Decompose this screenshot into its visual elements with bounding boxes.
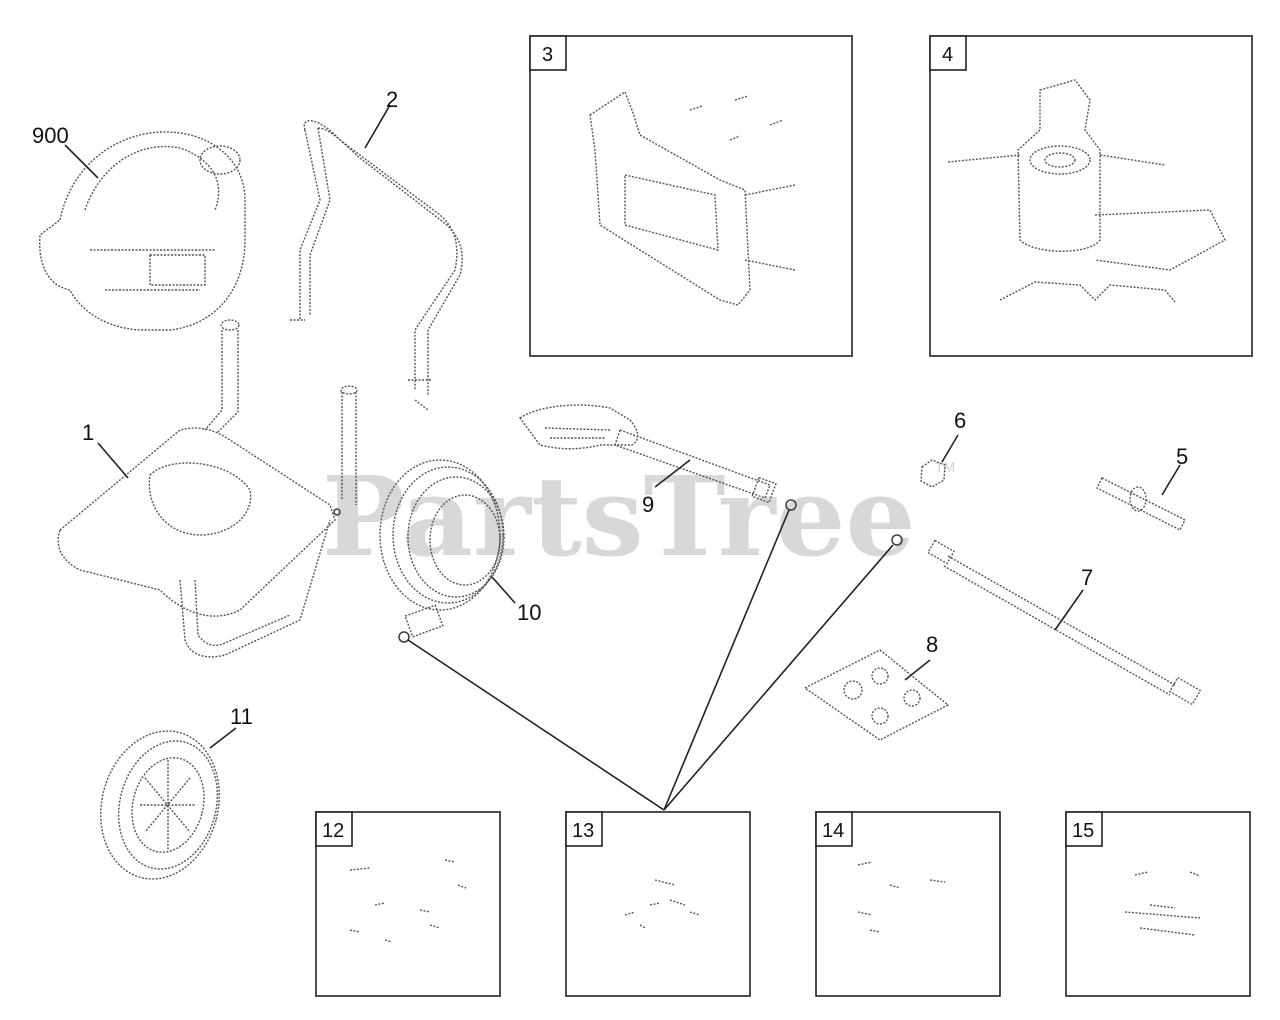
callout-8[interactable]: 8 bbox=[926, 632, 938, 657]
leader-line-2 bbox=[364, 104, 391, 149]
frame-part-1[interactable] bbox=[57, 319, 358, 658]
engine-part-900[interactable] bbox=[38, 131, 246, 331]
box-number-13: 13 bbox=[572, 820, 594, 842]
callout-1[interactable]: 1 bbox=[82, 420, 94, 445]
leader-line-10 bbox=[491, 576, 516, 604]
leader-line-11 bbox=[209, 727, 237, 749]
spray-gun-part-9[interactable] bbox=[518, 404, 797, 511]
leader-line-5 bbox=[1161, 464, 1181, 496]
wand-part-7[interactable] bbox=[891, 534, 1202, 706]
pump-box-4[interactable]: 4 bbox=[929, 35, 1253, 357]
leader-line-8 bbox=[904, 659, 931, 681]
callout-10[interactable]: 10 bbox=[517, 600, 541, 625]
leader-line-9 bbox=[654, 459, 691, 488]
callout-11[interactable]: 11 bbox=[230, 704, 253, 729]
kit-box-3[interactable]: 3 bbox=[529, 35, 853, 357]
kit-box-14[interactable]: 14 bbox=[815, 811, 1001, 997]
connector-lines bbox=[407, 509, 894, 811]
nut-part-6[interactable] bbox=[920, 459, 946, 488]
callout-7[interactable]: 7 bbox=[1081, 565, 1093, 590]
box-number-15: 15 bbox=[1072, 820, 1094, 842]
fitting-part-5[interactable] bbox=[1096, 477, 1186, 531]
kit-box-12[interactable]: 12 bbox=[315, 811, 501, 997]
box-number-3: 3 bbox=[542, 44, 553, 66]
wheel-part-11[interactable] bbox=[85, 718, 236, 893]
box-number-4: 4 bbox=[942, 44, 953, 66]
nozzle-kit-part-8[interactable] bbox=[803, 649, 950, 741]
kit-box-15[interactable]: 15 bbox=[1065, 811, 1251, 997]
callout-5[interactable]: 5 bbox=[1176, 444, 1188, 469]
callout-2[interactable]: 2 bbox=[386, 87, 398, 112]
hose-part-10[interactable] bbox=[379, 459, 505, 643]
leader-line-1 bbox=[97, 442, 129, 479]
callout-6[interactable]: 6 bbox=[954, 408, 966, 433]
box-number-14: 14 bbox=[822, 820, 844, 842]
leader-line-6 bbox=[941, 434, 959, 463]
kit-box-13[interactable]: 13 bbox=[565, 811, 751, 997]
leader-line-7 bbox=[1054, 589, 1084, 631]
box-number-12: 12 bbox=[322, 820, 344, 842]
watermark: PartsTree bbox=[322, 452, 916, 581]
handle-part-2[interactable] bbox=[290, 120, 463, 411]
callout-9[interactable]: 9 bbox=[642, 492, 654, 517]
callout-900[interactable]: 900 bbox=[32, 123, 69, 148]
leader-line-900 bbox=[64, 144, 99, 179]
